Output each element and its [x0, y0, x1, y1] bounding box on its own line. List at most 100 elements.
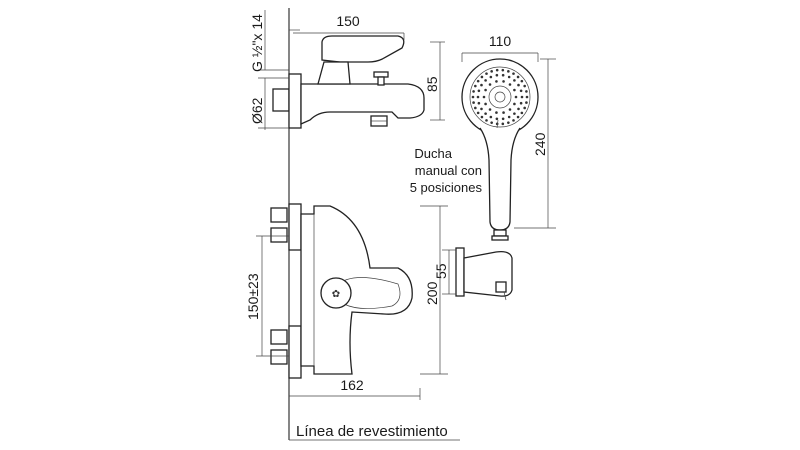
- dim-flange-diameter: Ø62: [249, 97, 265, 124]
- nozzle: [485, 119, 488, 122]
- front-logo-icon: ✿: [332, 289, 340, 300]
- nozzle: [514, 95, 518, 99]
- nozzle: [484, 79, 487, 82]
- nozzle: [512, 119, 515, 122]
- shower-label-line-1: Ducha: [414, 146, 452, 161]
- shower-connector: [493, 229, 507, 237]
- top-inlet-nut: [272, 88, 290, 112]
- dim-inlet-spacing: 150±23: [245, 273, 261, 320]
- nozzle: [489, 75, 493, 79]
- nozzle: [485, 72, 488, 75]
- nozzle: [507, 121, 510, 124]
- front-lower-nut-a: [270, 329, 288, 345]
- nozzle: [525, 90, 528, 93]
- nozzle: [480, 75, 484, 79]
- shower-nozzles: [471, 68, 529, 126]
- hand-shower: [461, 58, 539, 241]
- top-body: [300, 83, 425, 126]
- dim-holder-height: 55: [433, 263, 449, 279]
- nozzle: [513, 102, 516, 106]
- nozzle: [472, 101, 475, 104]
- dim-front-width: 162: [340, 377, 364, 393]
- mixer-front-view: ✿: [270, 203, 413, 379]
- top-diverter-cap: [373, 71, 389, 78]
- nozzle: [513, 88, 516, 92]
- nozzle: [501, 68, 505, 72]
- nozzle: [480, 107, 483, 111]
- nozzle: [488, 108, 492, 111]
- nozzle: [490, 70, 493, 73]
- dim-thread: G ½"x 14: [249, 14, 265, 72]
- nozzle: [480, 83, 483, 87]
- front-lower-flange: [288, 325, 302, 379]
- shower-label-line-3: 5 posiciones: [410, 180, 483, 195]
- top-lever: [321, 35, 405, 63]
- shower-label: Ducha manual con 5 posiciones: [410, 146, 483, 195]
- wall-line-label: Línea de revestimiento: [296, 423, 448, 440]
- nozzle: [477, 89, 481, 93]
- shower-holder: [455, 247, 513, 301]
- front-body: [300, 205, 413, 375]
- nozzle: [474, 106, 477, 110]
- nozzle: [474, 84, 477, 88]
- mixer-top-view: [272, 35, 425, 129]
- nozzle: [519, 89, 523, 93]
- nozzle: [508, 108, 512, 111]
- nozzle: [502, 111, 505, 114]
- nozzle: [513, 112, 516, 115]
- front-lever-cap: [320, 277, 352, 309]
- nozzle: [517, 107, 520, 111]
- holder-wall-plate: [455, 247, 465, 297]
- nozzle: [501, 122, 505, 126]
- nozzle: [507, 115, 511, 119]
- nozzle: [508, 83, 512, 86]
- top-lever-neck: [317, 61, 351, 85]
- dim-top-width: 150: [336, 13, 360, 29]
- nozzle: [484, 88, 487, 92]
- front-lower-nut-b: [270, 349, 288, 365]
- front-upper-nut-a: [270, 207, 288, 223]
- nozzle: [516, 75, 520, 79]
- nozzle: [471, 95, 475, 99]
- nozzle: [476, 111, 480, 115]
- nozzle: [502, 80, 505, 83]
- nozzle: [472, 90, 475, 93]
- nozzle: [482, 95, 486, 99]
- nozzle: [495, 117, 499, 121]
- nozzle: [513, 79, 516, 82]
- nozzle: [507, 75, 511, 79]
- nozzle: [523, 106, 526, 110]
- nozzle: [501, 117, 505, 121]
- nozzle: [490, 121, 493, 124]
- nozzle: [480, 115, 484, 119]
- dim-shower-width: 110: [489, 33, 512, 49]
- nozzle: [495, 73, 499, 77]
- nozzle: [525, 101, 528, 104]
- front-upper-nut-b: [270, 227, 288, 243]
- top-diverter-stem: [377, 76, 385, 86]
- nozzle: [507, 70, 510, 73]
- nozzle: [512, 72, 515, 75]
- shower-connector-ring: [491, 235, 509, 241]
- nozzle: [489, 115, 493, 119]
- dim-shower-length: 240: [532, 132, 548, 156]
- nozzle: [495, 111, 498, 114]
- nozzle: [520, 95, 524, 99]
- nozzle: [484, 112, 487, 115]
- nozzle: [517, 83, 520, 87]
- dim-front-height: 200: [424, 281, 440, 305]
- nozzle: [525, 95, 529, 99]
- nozzle: [523, 84, 526, 88]
- nozzle: [519, 101, 523, 105]
- nozzle: [488, 83, 492, 86]
- shower-handle: [479, 127, 521, 231]
- nozzle: [495, 80, 498, 83]
- shower-label-line-2: manual con: [415, 163, 482, 178]
- nozzle: [476, 95, 480, 99]
- nozzle: [484, 102, 487, 106]
- nozzle: [520, 79, 524, 83]
- holder-socket: [495, 281, 507, 293]
- nozzle: [476, 79, 480, 83]
